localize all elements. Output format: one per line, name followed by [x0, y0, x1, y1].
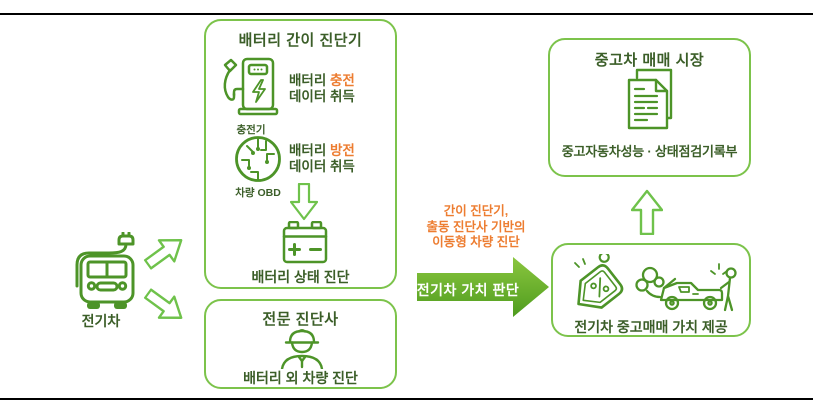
bottom-divider-line [0, 398, 813, 400]
inspection-record-document-icon [627, 68, 673, 130]
charger-text-line2: 데이터 취득 [289, 89, 355, 104]
flow-note-line1: 간이 진단기, [443, 204, 509, 218]
obd-text-line2: 데이터 취득 [289, 159, 355, 174]
charger-text: 배터리 충전 데이터 취득 [289, 73, 355, 105]
simple-diagnostic-box: 배터리 간이 진단기 충전기 배터리 충전 데이터 취득 [204, 19, 397, 289]
broken-car-assist-icon [635, 263, 737, 312]
expert-title: 전문 진단사 [262, 311, 339, 328]
value-judgement-arrow-icon [417, 257, 549, 317]
charger-text-prefix: 배터리 [289, 73, 331, 88]
ev-label: 전기차 [81, 313, 121, 329]
charger-label: 충전기 [236, 124, 266, 136]
arrow-ev-to-expert-icon [143, 288, 183, 319]
charger-icon [223, 57, 279, 116]
value-box-caption: 전기차 중고매매 가치 제공 [574, 319, 728, 335]
charger-text-highlight: 충전 [330, 73, 355, 88]
price-tag-icon [574, 254, 624, 309]
top-divider-line [0, 13, 813, 15]
battery-icon [282, 221, 328, 264]
obd-text: 배터리 방전 데이터 취득 [289, 143, 355, 175]
obd-text-prefix: 배터리 [289, 143, 331, 158]
arrow-down-icon [290, 183, 318, 221]
market-caption: 중고자동차성능 · 상태점검기록부 [561, 144, 738, 159]
value-box: 전기차 중고매매 가치 제공 [551, 243, 751, 337]
flow-note: 간이 진단기, 출동 진단사 기반의 이동형 차량 진단 [404, 204, 548, 251]
obd-text-highlight: 방전 [330, 143, 355, 158]
vehicle-obd-label: 차량 OBD [235, 187, 281, 199]
expert-box: 전문 진단사 배터리 외 차량 진단 [204, 299, 397, 389]
expert-caption: 배터리 외 차량 진단 [243, 370, 358, 386]
battery-status-caption: 배터리 상태 진단 [251, 269, 350, 285]
flow-note-line2: 출동 진단사 기반의 [426, 219, 526, 234]
value-judgement-arrow-label: 전기차 가치 판단 [416, 282, 520, 298]
arrow-ev-to-diagnostic-icon [143, 239, 183, 270]
engineer-icon [280, 329, 324, 369]
simple-diagnostic-title: 배터리 간이 진단기 [238, 32, 363, 49]
market-box: 중고차 매매 시장 중고자동차성능 · 상태점검기록부 [548, 38, 751, 177]
market-title: 중고차 매매 시장 [594, 52, 705, 69]
arrow-up-icon [631, 189, 663, 235]
flow-note-line3: 이동형 차량 진단 [432, 235, 520, 249]
vehicle-obd-icon [235, 136, 281, 182]
electric-vehicle-icon [75, 232, 135, 309]
